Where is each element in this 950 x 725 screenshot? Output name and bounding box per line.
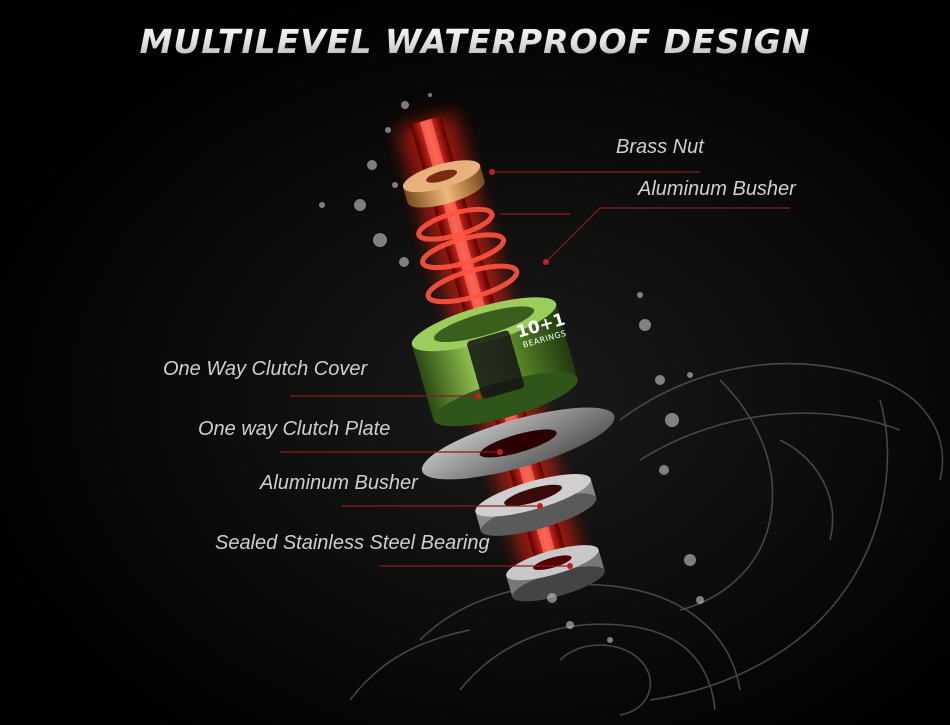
- water-splash-left: [319, 93, 432, 267]
- sealed-bearing-part: [506, 545, 605, 602]
- brass-nut-part: [402, 160, 485, 208]
- label-aluminum-busher-bottom: Aluminum Busher: [260, 472, 418, 494]
- water-splash-right: [547, 292, 704, 643]
- label-aluminum-busher-top: Aluminum Busher: [638, 178, 796, 200]
- page-title: MULTILEVEL WATERPROOF DESIGN: [0, 22, 950, 61]
- leader-lines: [280, 171, 790, 567]
- reel-outline: [349, 362, 944, 716]
- label-sealed-bearing: Sealed Stainless Steel Bearing: [215, 532, 490, 554]
- leader-dots: [475, 169, 573, 569]
- green-clutch-cover: [411, 297, 578, 427]
- aluminum-busher-washers: [416, 206, 520, 305]
- label-one-way-clutch-plate: One way Clutch Plate: [198, 418, 391, 440]
- label-one-way-clutch-cover: One Way Clutch Cover: [163, 358, 368, 380]
- label-brass-nut: Brass Nut: [616, 136, 704, 158]
